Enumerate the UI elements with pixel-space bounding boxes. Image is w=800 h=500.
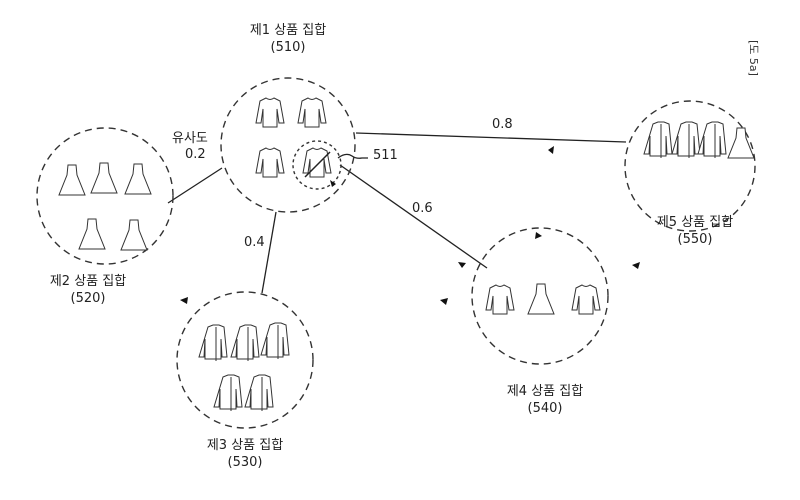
- coat-icon: [244, 374, 274, 412]
- dress-icon: [124, 163, 152, 195]
- set-540-label: 제4 상품 집합 (540): [495, 383, 595, 417]
- item-511-circle: [292, 140, 342, 190]
- set-ref: (510): [270, 40, 306, 55]
- garment-icon: [302, 147, 332, 178]
- set-name: 제2 상품 집합: [49, 274, 127, 289]
- set-ref: (520): [70, 291, 106, 306]
- jacket-icon: [671, 121, 701, 159]
- dress-icon: [78, 218, 106, 250]
- edge-510-550-value: 0.8: [492, 117, 513, 132]
- set-name: 제3 상품 집합: [206, 438, 284, 453]
- figure-label: [도 5a]: [747, 40, 760, 76]
- set-ref: (550): [677, 232, 713, 247]
- reference-511: 511: [373, 148, 398, 163]
- garment-icon: [255, 97, 285, 128]
- dress-icon: [58, 164, 86, 196]
- set-ref: (540): [527, 401, 563, 416]
- arrow-marks: [180, 146, 640, 305]
- leader-511: [337, 153, 368, 159]
- set-520-label: 제2 상품 집합 (520): [38, 273, 138, 307]
- set-ref: (530): [227, 455, 263, 470]
- coat-icon: [230, 324, 260, 362]
- edge-510-540: [339, 164, 488, 269]
- set-name: 제4 상품 집합: [506, 384, 584, 399]
- dress-icon: [527, 283, 555, 315]
- similarity-label: 유사도: [172, 131, 208, 146]
- set-550-circle: [624, 100, 756, 232]
- edge-510-550: [355, 132, 627, 143]
- coat-icon: [213, 374, 243, 412]
- edge-510-520: [167, 167, 223, 204]
- jacket-icon: [643, 121, 673, 159]
- set-510-label: 제1 상품 집합 (510): [238, 22, 338, 56]
- set-520-circle: [36, 127, 174, 265]
- set-530-label: 제3 상품 집합 (530): [195, 437, 295, 471]
- set-name: 제1 상품 집합: [249, 23, 327, 38]
- set-name: 제5 상품 집합: [656, 215, 734, 230]
- coat-icon: [198, 324, 228, 362]
- set-550-label: 제5 상품 집합 (550): [645, 214, 745, 248]
- jacket-icon: [697, 121, 727, 159]
- edge-510-540-value: 0.6: [412, 201, 433, 216]
- dress-icon: [90, 162, 118, 194]
- set-530-circle: [176, 291, 314, 429]
- coat-icon: [260, 322, 290, 360]
- edge-510-520-value: 0.2: [185, 147, 206, 162]
- garment-icon: [297, 97, 327, 128]
- garment-icon: [571, 284, 601, 315]
- item-511-slash: [304, 151, 331, 178]
- edge-510-530-value: 0.4: [244, 235, 265, 250]
- set-510-circle: [220, 77, 356, 213]
- edge-510-530: [261, 211, 277, 294]
- garment-icon: [255, 147, 285, 178]
- garment-icon: [485, 284, 515, 315]
- dress-icon: [120, 219, 148, 251]
- set-540-circle: [471, 227, 609, 365]
